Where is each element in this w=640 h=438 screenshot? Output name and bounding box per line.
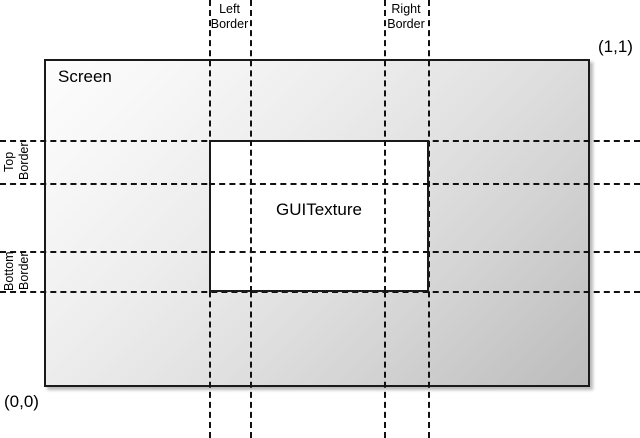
top-border-label: Top Border bbox=[2, 140, 32, 183]
right-border-label-line2: Border bbox=[387, 17, 425, 31]
bottom-border-label: Bottom Border bbox=[2, 251, 32, 291]
right-border-label-line1: Right bbox=[391, 2, 421, 16]
guitexture-rectangle bbox=[209, 140, 429, 292]
left-border-label-line1: Left bbox=[219, 2, 240, 16]
right-border-label: Right Border bbox=[384, 2, 428, 32]
bottom-border-label-line1: Bottom bbox=[2, 251, 16, 291]
coordinate-label-bottom-left: (0,0) bbox=[4, 392, 39, 411]
left-border-label: Left Border bbox=[209, 2, 250, 32]
coordinate-label-top-right: (1,1) bbox=[598, 37, 633, 56]
bottom-border-label-line2: Border bbox=[17, 252, 31, 290]
guide-line-horizontal-top-inner-overlay bbox=[209, 183, 429, 185]
guide-line-vertical-right-outer bbox=[428, 0, 430, 438]
top-border-label-line2: Border bbox=[17, 142, 31, 181]
top-border-label-line1: Top bbox=[2, 151, 16, 172]
guide-line-vertical-left-inner-overlay bbox=[250, 140, 252, 292]
screen-label: Screen bbox=[58, 67, 112, 86]
guide-line-horizontal-bottom-inner-overlay bbox=[209, 251, 429, 253]
left-border-label-line2: Border bbox=[210, 17, 249, 31]
guide-line-horizontal-bottom-outer bbox=[0, 291, 640, 293]
guide-line-vertical-right-inner-overlay bbox=[384, 140, 386, 292]
